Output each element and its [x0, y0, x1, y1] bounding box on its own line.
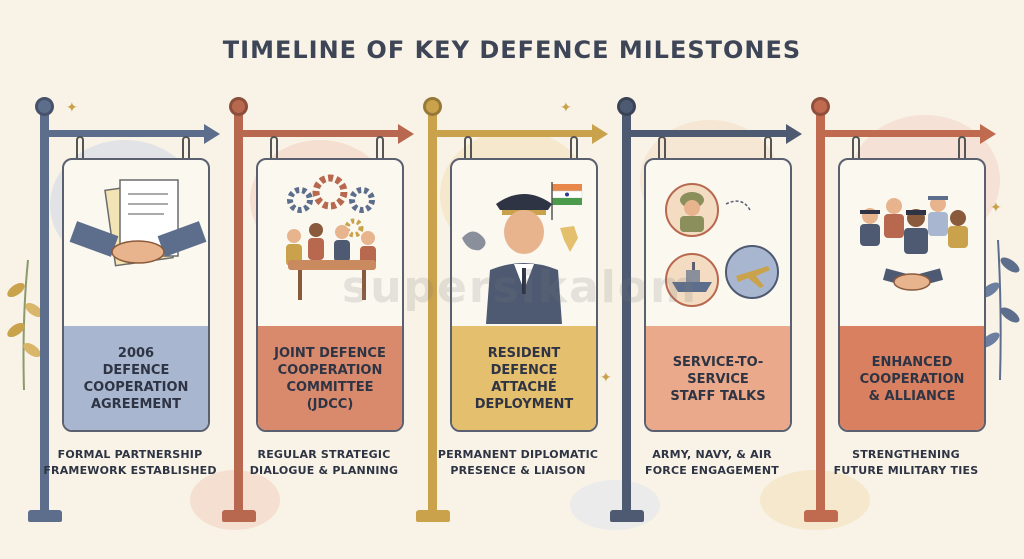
sparkle-icon: ✦	[600, 370, 612, 386]
signpost-knob	[811, 97, 830, 116]
sparkle-icon: ✦	[66, 100, 78, 116]
meeting-gears-icon	[286, 174, 376, 300]
signpost-base	[416, 510, 450, 522]
signpost-pole	[622, 108, 631, 514]
signpost-pole	[234, 108, 243, 514]
milestone-panel: JOINT DEFENCE COOPERATION COMMITTEE (JDC…	[256, 158, 404, 432]
signpost-base	[610, 510, 644, 522]
milestone-3: RESIDENT DEFENCE ATTACHÉ DEPLOYMENT PERM…	[416, 0, 620, 559]
page-title: TIMELINE OF KEY DEFENCE MILESTONES	[222, 36, 802, 64]
arrowhead-icon	[204, 124, 220, 144]
leaf-decoration-left	[7, 259, 43, 390]
signpost-knob	[423, 97, 442, 116]
arrowhead-icon	[786, 124, 802, 144]
milestone-panel: 2006 DEFENCE COOPERATION AGREEMENT	[62, 158, 210, 432]
milestone-description: PERMANENT DIPLOMATIC PRESENCE & LIAISON	[437, 448, 599, 477]
arrowhead-icon	[980, 124, 996, 144]
army-navy-airforce-icon	[665, 183, 779, 307]
signpost-pole	[40, 108, 49, 514]
milestone-panel: SERVICE-TO-SERVICE STAFF TALKS	[644, 158, 792, 432]
milestone-panel: RESIDENT DEFENCE ATTACHÉ DEPLOYMENT	[450, 158, 598, 432]
milestone-label: 2006 DEFENCE COOPERATION AGREEMENT	[64, 326, 208, 430]
milestone-1: 2006 DEFENCE COOPERATION AGREEMENT FORMA…	[28, 0, 232, 559]
milestone-5: ENHANCED COOPERATION & ALLIANCE STRENGTH…	[804, 0, 1008, 559]
signpost-pole	[428, 108, 437, 514]
signpost-arm	[434, 130, 594, 137]
sparkle-icon: ✦	[990, 200, 1002, 216]
signpost-arm	[240, 130, 400, 137]
signpost-pole	[816, 108, 825, 514]
arrowhead-icon	[398, 124, 414, 144]
milestone-description: ARMY, NAVY, & AIR FORCE ENGAGEMENT	[645, 448, 779, 477]
milestone-label: RESIDENT DEFENCE ATTACHÉ DEPLOYMENT	[452, 326, 596, 430]
watermark: supersikalom	[342, 262, 698, 313]
milestone-4: SERVICE-TO-SERVICE STAFF TALKS ARMY, NAV…	[610, 0, 814, 559]
milestone-2: JOINT DEFENCE COOPERATION COMMITTEE (JDC…	[222, 0, 426, 559]
signpost-arm	[822, 130, 982, 137]
milestone-panel: ENHANCED COOPERATION & ALLIANCE	[838, 158, 986, 432]
milestone-label: ENHANCED COOPERATION & ALLIANCE	[840, 326, 984, 430]
signpost-base	[222, 510, 256, 522]
milestone-description: FORMAL PARTNERSHIP FRAMEWORK ESTABLISHED	[43, 448, 217, 477]
signpost-base	[28, 510, 62, 522]
handshake-document-icon	[69, 179, 207, 267]
milestone-label: SERVICE-TO-SERVICE STAFF TALKS	[646, 326, 790, 430]
signpost-arm	[46, 130, 206, 137]
signpost-base	[804, 510, 838, 522]
milestone-label: JOINT DEFENCE COOPERATION COMMITTEE (JDC…	[258, 326, 402, 430]
milestone-description: STRENGTHENING FUTURE MILITARY TIES	[833, 448, 979, 477]
military-alliance-icon	[860, 196, 968, 291]
attache-officer-icon	[462, 182, 583, 324]
leaf-decoration-right	[980, 239, 1020, 380]
signpost-arm	[628, 130, 788, 137]
signpost-knob	[229, 97, 248, 116]
sparkle-icon: ✦	[560, 100, 572, 116]
signpost-knob	[617, 97, 636, 116]
milestone-description: REGULAR STRATEGIC DIALOGUE & PLANNING	[249, 448, 399, 477]
arrowhead-icon	[592, 124, 608, 144]
signpost-knob	[35, 97, 54, 116]
